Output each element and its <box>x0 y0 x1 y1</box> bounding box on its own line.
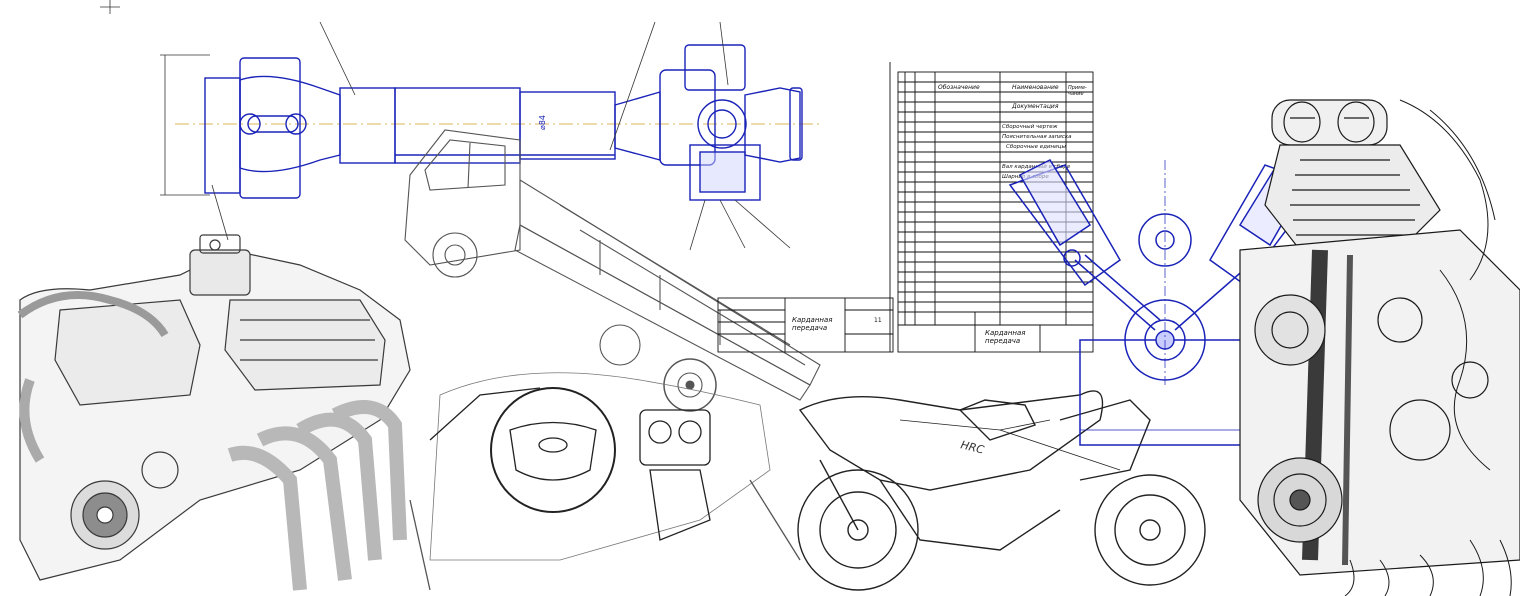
car-interior-sketch-icon <box>409 372 801 591</box>
spec-row-3: Пояснительная записка <box>1002 134 1072 140</box>
spec-row-2: Сборочный чертеж <box>1002 124 1058 130</box>
shaft-dimension-label: ⌀84 <box>538 115 547 130</box>
motorcycle-brand-label: HRC <box>959 438 985 456</box>
spec-sheet-number: 11 <box>874 317 882 324</box>
spec-header-note: Приме-чание <box>1068 85 1087 97</box>
spec-row-4: Сборочные единицы <box>1006 144 1066 150</box>
v8-engine-sketch-icon <box>17 234 411 591</box>
cardan-shaft-blueprint-icon <box>160 21 820 251</box>
registration-mark-icon <box>100 0 120 14</box>
truck-sketch-icon <box>404 129 821 412</box>
spec-sheet-drawing <box>717 62 1094 353</box>
supercharged-engine-sketch-icon <box>1239 99 1520 596</box>
spec-header-name: Наименование <box>1012 84 1059 91</box>
spec-header-designation: Обозначение <box>938 84 980 91</box>
spec-row-1: Документация <box>1011 103 1059 110</box>
motorcycle-sketch-icon <box>797 390 1206 591</box>
